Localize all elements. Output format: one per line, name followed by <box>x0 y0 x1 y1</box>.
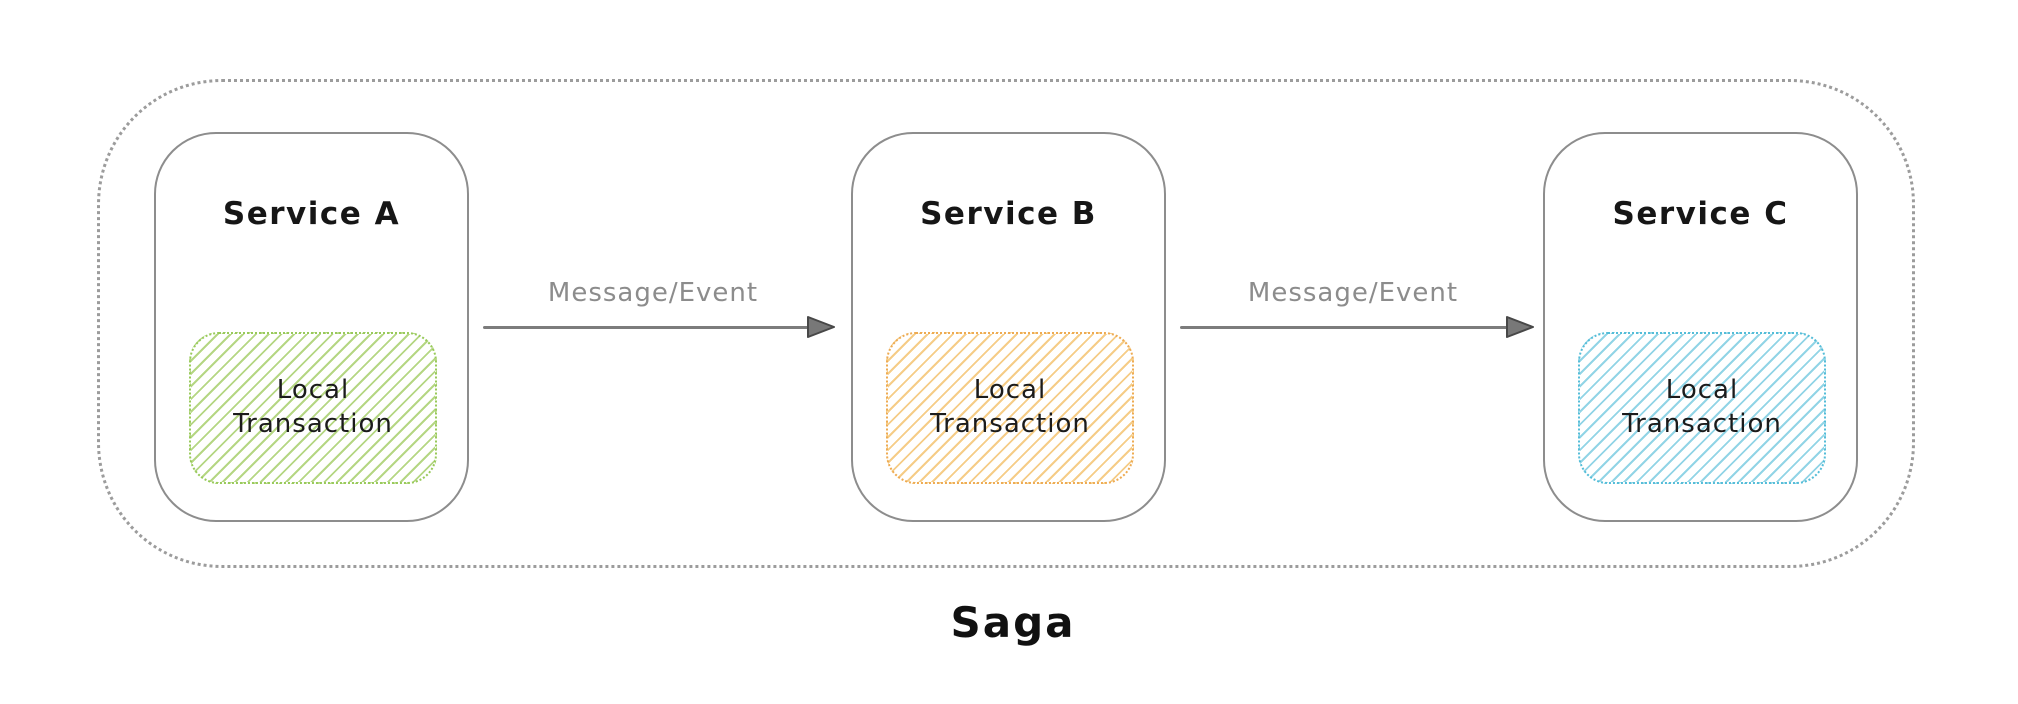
arrow-b-c-arrowhead-icon <box>1506 316 1534 338</box>
arrow-a-b-label: Message/Event <box>547 278 759 308</box>
saga-caption: Saga <box>950 598 1076 647</box>
local-transaction-b-label: Local Transaction <box>930 375 1090 439</box>
service-box-c: Service C Local Transaction <box>1543 132 1858 522</box>
arrow-b-c-label: Message/Event <box>1247 278 1459 308</box>
local-transaction-a: Local Transaction <box>189 332 437 484</box>
arrow-a-b-line <box>483 326 813 329</box>
local-transaction-c: Local Transaction <box>1578 332 1826 484</box>
service-c-title: Service C <box>1612 196 1789 232</box>
service-box-b: Service B Local Transaction <box>851 132 1166 522</box>
service-b-title: Service B <box>920 196 1097 232</box>
arrow-a-b-arrowhead-icon <box>807 316 835 338</box>
arrow-b-c-line <box>1180 326 1512 329</box>
saga-boundary <box>97 79 1915 568</box>
local-transaction-b: Local Transaction <box>886 332 1134 484</box>
local-transaction-c-label: Local Transaction <box>1622 375 1782 439</box>
service-box-a: Service A Local Transaction <box>154 132 469 522</box>
service-a-title: Service A <box>222 196 401 232</box>
local-transaction-a-label: Local Transaction <box>233 375 393 439</box>
